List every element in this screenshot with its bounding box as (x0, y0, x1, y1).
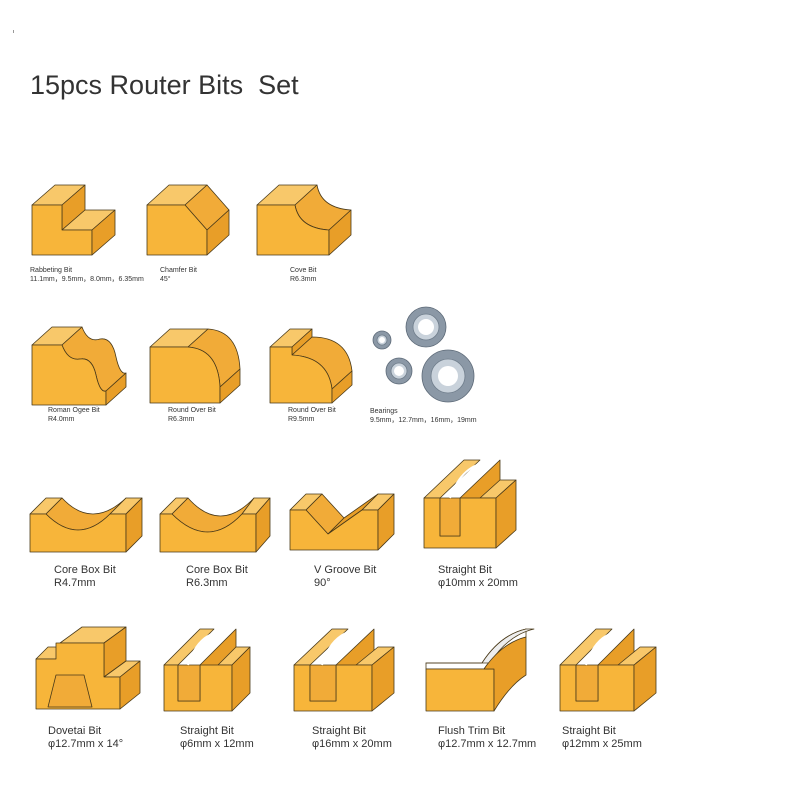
bit-name: Core Box Bit (186, 564, 248, 576)
bit-spec: 9.5mm，12.7mm，16mm，19mm (370, 416, 477, 424)
bit-spec: φ6mm x 12mm (180, 738, 254, 751)
bit-spec: 45° (160, 275, 171, 283)
cove-bit-icon (256, 184, 352, 256)
bit-name: Cove Bit (290, 267, 317, 274)
straight-bit-icon (293, 628, 395, 712)
bit-spec: R6.3mm (168, 415, 195, 423)
bit-spec: R9.5mm (288, 415, 315, 423)
bit-name: Straight Bit (562, 725, 616, 737)
product-straight-bit-4: Straight Bit φ12mm x 25mm (556, 625, 676, 755)
roman-ogee-bit-icon (31, 326, 127, 406)
v-groove-bit-icon (289, 493, 395, 551)
round-over-bit-icon (269, 328, 353, 404)
bit-spec: φ12.7mm x 12.7mm (438, 738, 537, 751)
bit-spec: 11.1mm，9.5mm，8.0mm，6.35mm (30, 275, 144, 283)
bit-spec: 90° (314, 577, 331, 590)
core-box-bit-icon (29, 497, 143, 553)
product-flush-trim-bit: Flush Trim Bit φ12.7mm x 12.7mm (422, 625, 552, 755)
product-roman-ogee-bit: Roman Ogee Bit R4.0mm (30, 325, 140, 435)
bit-spec: φ16mm x 20mm (312, 738, 392, 751)
bit-name: Straight Bit (438, 564, 492, 576)
bearings-icon (372, 306, 475, 403)
bit-name: Round Over Bit (288, 407, 336, 414)
product-core-box-bit-2: Core Box Bit R6.3mm (158, 490, 278, 600)
bit-name: Dovetai Bit (48, 725, 102, 737)
product-bearings: Bearings 9.5mm，12.7mm，16mm，19mm (368, 300, 488, 435)
round-over-bit-icon (149, 328, 241, 404)
flush-trim-bit-icon (425, 628, 535, 712)
product-core-box-bit-1: Core Box Bit R4.7mm (28, 490, 148, 600)
product-straight-bit-2: Straight Bit φ6mm x 12mm (160, 625, 280, 755)
bit-name: Rabbeting Bit (30, 267, 73, 274)
bit-spec: φ12.7mm x 14° (48, 738, 124, 751)
bit-name: Core Box Bit (54, 564, 116, 576)
bit-spec: φ12mm x 25mm (562, 738, 642, 751)
product-round-over-bit-2: Round Over Bit R9.5mm (268, 325, 368, 435)
bit-spec: R6.3mm (186, 577, 228, 590)
bit-name: V Groove Bit (314, 564, 377, 576)
straight-bit-icon (163, 628, 251, 712)
bit-name: Flush Trim Bit (438, 725, 506, 737)
bit-name: Chamfer Bit (160, 267, 197, 274)
product-cove-bit: Cove Bit R6.3mm (255, 180, 355, 290)
page-title: 15pcs Router Bits Set (30, 70, 299, 100)
bit-name: Straight Bit (312, 725, 366, 737)
bit-spec: φ10mm x 20mm (438, 577, 518, 590)
rabbeting-bit-icon (31, 184, 116, 256)
straight-bit-icon (559, 628, 657, 712)
core-box-bit-icon (159, 497, 271, 553)
chamfer-bit-icon (146, 184, 230, 256)
product-straight-bit-3: Straight Bit φ16mm x 20mm (290, 625, 410, 755)
bit-spec: R4.0mm (48, 415, 75, 423)
product-straight-bit-1: Straight Bit φ10mm x 20mm (420, 458, 540, 598)
dovetail-bit-icon (35, 626, 141, 710)
bit-name: Roman Ogee Bit (48, 407, 100, 414)
bit-spec: R4.7mm (54, 577, 96, 590)
product-chamfer-bit: Chamfer Bit 45° (145, 180, 245, 290)
product-dovetail-bit: Dovetai Bit φ12.7mm x 14° (30, 625, 150, 755)
corner-mark (13, 30, 14, 33)
straight-bit-icon (423, 459, 517, 549)
bit-name: Straight Bit (180, 725, 234, 737)
bit-name: Bearings (370, 408, 398, 415)
bit-spec: R6.3mm (290, 275, 317, 283)
product-round-over-bit-1: Round Over Bit R6.3mm (148, 325, 258, 435)
bit-name: Round Over Bit (168, 407, 216, 414)
product-rabbeting-bit: Rabbeting Bit 11.1mm，9.5mm，8.0mm，6.35mm (30, 180, 144, 290)
product-v-groove-bit: V Groove Bit 90° (288, 488, 408, 598)
